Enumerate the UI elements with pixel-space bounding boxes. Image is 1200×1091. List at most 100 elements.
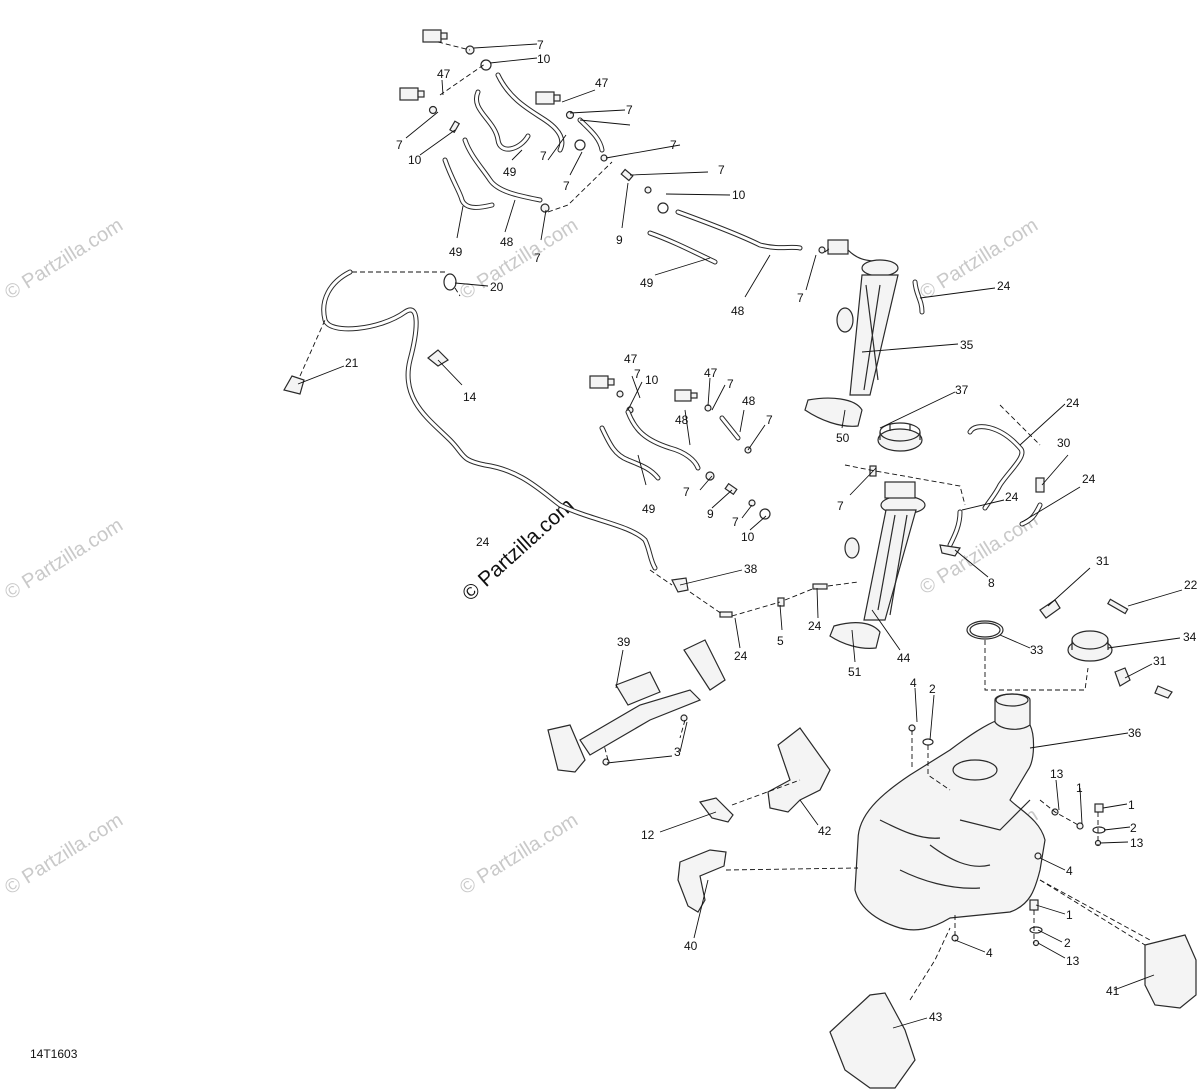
- key-lock-31-b: [1114, 667, 1173, 699]
- fitting-30: [1035, 477, 1045, 493]
- callout-13: 13: [1066, 954, 1080, 968]
- callout-24: 24: [997, 279, 1011, 293]
- hose-49-long: [647, 230, 718, 265]
- callout-36: 36: [1128, 726, 1142, 740]
- clamp-7: [574, 139, 586, 151]
- callout-2: 2: [1064, 936, 1071, 950]
- callout-7: 7: [727, 377, 734, 391]
- callout-4: 4: [986, 946, 993, 960]
- callout-10: 10: [732, 188, 746, 202]
- fitting-24: [812, 583, 828, 590]
- clip-21: [283, 375, 305, 395]
- callout-42: 42: [818, 824, 832, 838]
- callout-10: 10: [741, 530, 755, 544]
- callout-7: 7: [396, 138, 403, 152]
- callout-7: 7: [563, 179, 570, 193]
- screw-3: [602, 758, 610, 766]
- callout-7: 7: [670, 138, 677, 152]
- fitting-8: [939, 544, 961, 557]
- callout-7: 7: [540, 149, 547, 163]
- lock-ring-37: [877, 422, 923, 452]
- watermark-text: © Partzilla.com: [1, 809, 127, 899]
- callout-13: 13: [1130, 836, 1144, 850]
- callout-7: 7: [537, 38, 544, 52]
- callout-8: 8: [988, 576, 995, 590]
- clamp-7: [818, 246, 826, 254]
- callout-35: 35: [960, 338, 974, 352]
- fuel-cap-34: [1067, 630, 1113, 662]
- callout-2: 2: [929, 682, 936, 696]
- clip-14: [427, 349, 449, 367]
- callout-43: 43: [929, 1010, 943, 1024]
- callout-2: 2: [1130, 821, 1137, 835]
- fuel-pump-51: [649, 404, 1041, 649]
- hose-24-mid-right: [947, 509, 963, 548]
- callout-47: 47: [704, 366, 718, 380]
- callout-3: 3: [674, 745, 681, 759]
- gasket-33: [966, 620, 1004, 640]
- callout-7: 7: [626, 103, 633, 117]
- callout-7: 7: [837, 499, 844, 513]
- screw-1: [1094, 803, 1104, 813]
- callout-48: 48: [500, 235, 514, 249]
- callout-47: 47: [624, 352, 638, 366]
- callout-5: 5: [777, 634, 784, 648]
- callout-48: 48: [675, 413, 689, 427]
- clamp-7: [705, 471, 715, 481]
- callout-1: 1: [1128, 798, 1135, 812]
- callout-51: 51: [848, 665, 862, 679]
- bracket-39: [547, 639, 726, 773]
- callout-30: 30: [1057, 436, 1071, 450]
- callout-31: 31: [1096, 554, 1110, 568]
- hose-24-right: [1019, 502, 1043, 527]
- fasteners-right-upper: [1034, 799, 1106, 860]
- callout-34: 34: [1183, 630, 1197, 644]
- callout-4: 4: [910, 676, 917, 690]
- clip-12: [698, 797, 734, 823]
- callout-10: 10: [537, 52, 551, 66]
- key-lock-31-a: [1039, 599, 1061, 619]
- clamp-7: [540, 203, 550, 213]
- callout-4: 4: [1066, 864, 1073, 878]
- callout-14: 14: [463, 390, 477, 404]
- connector-47-left: [399, 87, 425, 101]
- callout-48: 48: [742, 394, 756, 408]
- callout-24: 24: [1005, 490, 1019, 504]
- fitting-24: [719, 611, 733, 618]
- screw-3: [680, 714, 688, 722]
- callout-49: 49: [449, 245, 463, 259]
- clamp-7: [616, 390, 624, 398]
- clamp-7: [748, 499, 756, 507]
- callout-7: 7: [683, 485, 690, 499]
- screw-4: [1034, 852, 1042, 860]
- callouts: 7 10 47 47 7 7 10 49 7 7 7 7 10 49 48 7 …: [345, 38, 1198, 1024]
- callout-41: 41: [1106, 984, 1120, 998]
- callout-44: 44: [897, 651, 911, 665]
- hose-48-b: [462, 137, 543, 203]
- callout-1: 1: [1076, 781, 1083, 795]
- hose-48-a: [495, 72, 565, 153]
- hose-24-right-upper: [967, 424, 1025, 511]
- callout-21: 21: [345, 356, 359, 370]
- callout-12: 12: [641, 828, 655, 842]
- hose-24-upper-right: [912, 279, 925, 315]
- callout-9: 9: [616, 233, 623, 247]
- fasteners-right-lower: [951, 879, 1151, 947]
- callout-24: 24: [1066, 396, 1080, 410]
- clamp-7: [428, 105, 438, 115]
- callout-10: 10: [408, 153, 422, 167]
- callout-22: 22: [1184, 578, 1198, 592]
- callout-50: 50: [836, 431, 850, 445]
- callout-7: 7: [766, 413, 773, 427]
- screw-1: [1076, 822, 1084, 830]
- callout-24: 24: [1082, 472, 1096, 486]
- watermark-text: © Partzilla.com: [1, 514, 127, 604]
- callout-24: 24: [808, 619, 822, 633]
- middle-hose-cluster: [589, 375, 771, 520]
- vent-line-24: [321, 269, 658, 571]
- heat-shield-40: [677, 849, 727, 913]
- connector-47-top: [422, 29, 448, 43]
- hose-49-a: [473, 89, 531, 152]
- callout-7: 7: [634, 367, 641, 381]
- fitting-9: [724, 482, 738, 496]
